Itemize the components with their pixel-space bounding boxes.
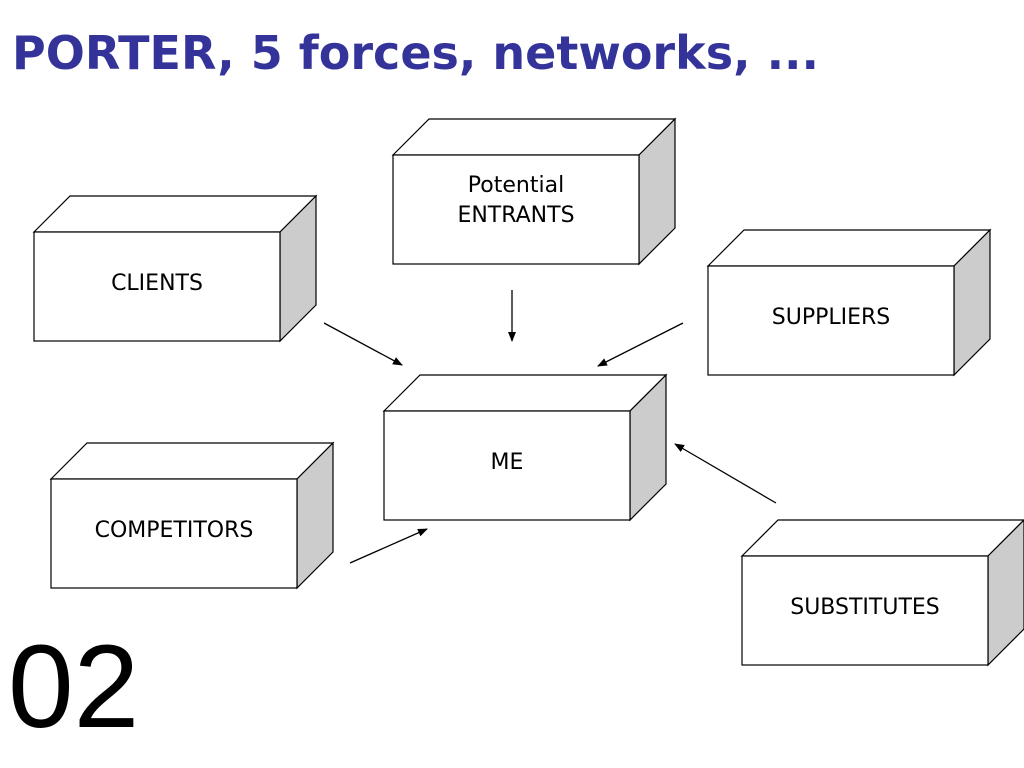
competitors-box: COMPETITORS	[49, 441, 335, 590]
me-label: ME	[491, 450, 524, 475]
suppliers-box-top	[706, 229, 992, 267]
suppliers-box-front	[707, 265, 955, 376]
clients-box: CLIENTS	[32, 194, 318, 343]
clients-box-top	[32, 195, 318, 233]
me-box-top	[382, 374, 668, 412]
slide-title: PORTER, 5 forces, networks, ...	[12, 26, 819, 80]
substitutes-label: SUBSTITUTES	[790, 595, 940, 620]
arrow-clients-to-me	[323, 322, 403, 366]
competitors-box-top	[49, 442, 335, 480]
competitors-label: COMPETITORS	[95, 518, 254, 543]
entrants-label-line-2: ENTRANTS	[457, 203, 574, 228]
substitutes-box-front	[741, 555, 989, 666]
entrants-box-front	[392, 154, 640, 265]
substitutes-box: SUBSTITUTES	[740, 519, 1024, 667]
clients-box-front	[33, 231, 281, 342]
competitors-box-front	[50, 478, 298, 589]
me-box-front	[383, 410, 631, 521]
slide-number: 02	[8, 621, 140, 753]
suppliers-label: SUPPLIERS	[772, 305, 891, 330]
suppliers-box: SUPPLIERS	[706, 228, 992, 377]
arrow-suppliers-to-me	[597, 322, 684, 367]
arrow-substitutes-to-me	[674, 443, 777, 504]
arrows	[323, 290, 777, 564]
substitutes-box-top	[740, 519, 1024, 557]
entrants-box-top	[391, 118, 677, 156]
me-box: ME	[382, 373, 668, 522]
clients-label: CLIENTS	[111, 271, 203, 296]
entrants-label-line-1: Potential	[468, 173, 564, 198]
arrow-competitors-to-me	[349, 528, 428, 564]
